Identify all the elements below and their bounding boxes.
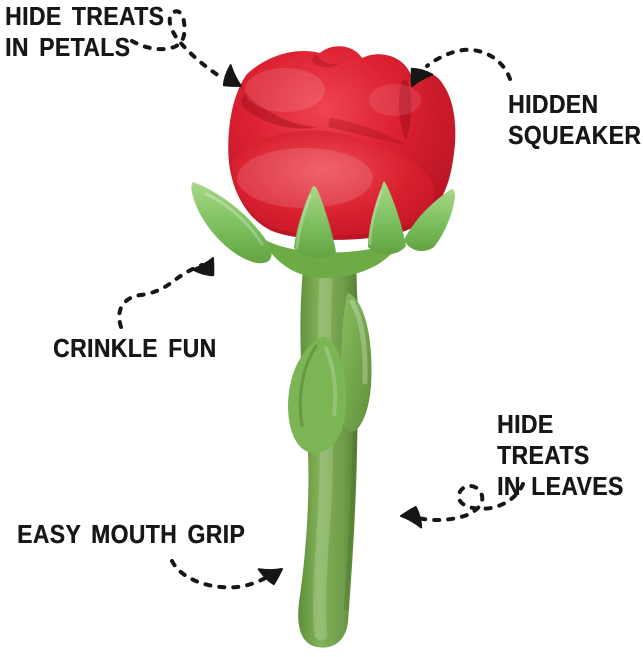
calyx-leaves <box>191 181 455 278</box>
dotted-arrow-crinkle-fun <box>117 257 215 329</box>
stem-leaves <box>288 292 372 454</box>
dotted-arrow-easy-mouth-grip <box>170 559 283 590</box>
callout-hide-treats-in-petals: HIDE TREATS IN PETALS <box>5 1 165 62</box>
callout-hidden-squeaker: HIDDEN SQUEAKER <box>508 89 642 150</box>
callout-hide-treats-in-leaves: HIDE TREATS IN LEAVES <box>497 409 624 501</box>
dotted-arrow-hide-treats-petals <box>130 9 242 87</box>
dotted-arrow-hide-treats-leaves <box>400 482 525 529</box>
plush-rose-toy <box>191 46 456 648</box>
callout-arrows <box>117 9 525 590</box>
rose-bloom <box>228 46 456 240</box>
dotted-arrow-hidden-squeaker <box>410 47 512 87</box>
callout-easy-mouth-grip: EASY MOUTH GRIP <box>17 519 246 549</box>
callout-crinkle-fun: CRINKLE FUN <box>53 333 217 363</box>
